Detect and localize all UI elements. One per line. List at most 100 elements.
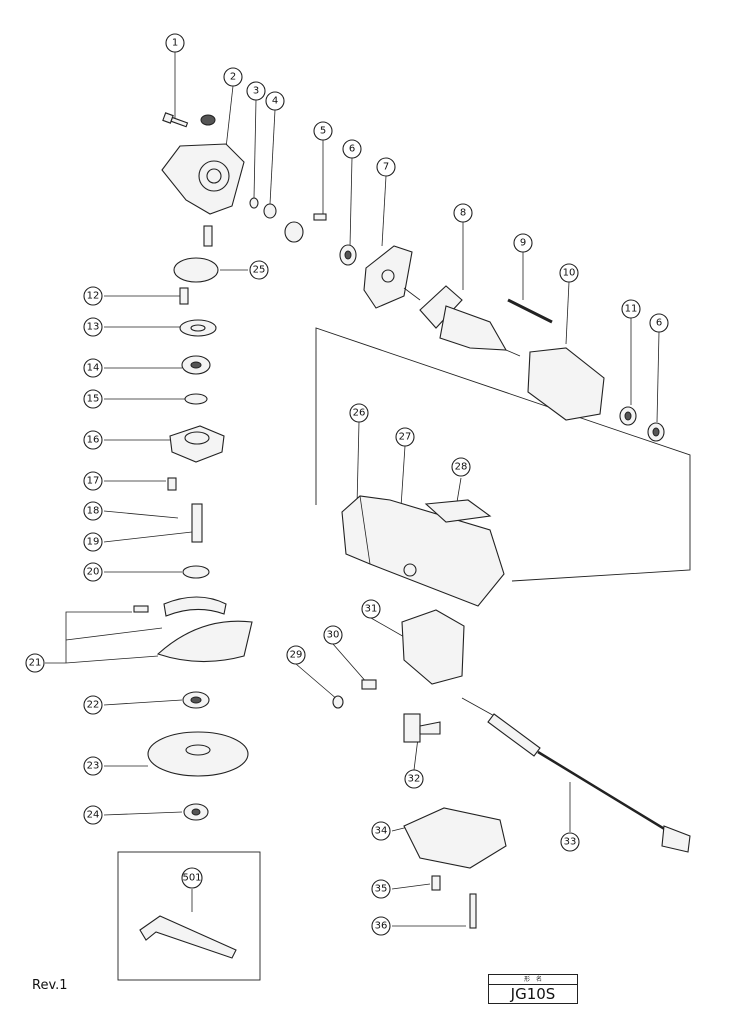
- callout-7: 7: [376, 157, 396, 177]
- washer-icon: [179, 319, 217, 337]
- callout-26: 26: [349, 403, 369, 423]
- screw-icon: [167, 477, 177, 491]
- svg-text:13: 13: [87, 322, 100, 333]
- callout-19: 19: [83, 532, 103, 552]
- svg-text:2: 2: [230, 72, 236, 83]
- svg-text:21: 21: [29, 658, 42, 669]
- svg-text:32: 32: [408, 774, 421, 785]
- stator-icon: [527, 347, 605, 421]
- callout-30: 30: [323, 625, 343, 645]
- svg-text:30: 30: [327, 630, 340, 641]
- screw-icon: [469, 893, 477, 929]
- bearing-icon: [619, 406, 637, 426]
- svg-text:35: 35: [375, 884, 388, 895]
- svg-text:4: 4: [272, 96, 278, 107]
- callout-34: 34: [371, 821, 391, 841]
- cord-icon: [461, 697, 691, 853]
- model-header: 形 名: [489, 975, 577, 985]
- callout-10: 10: [559, 263, 579, 283]
- svg-text:31: 31: [365, 604, 378, 615]
- housing-icon: [341, 495, 505, 607]
- callout-13: 13: [83, 317, 103, 337]
- callout-23: 23: [83, 756, 103, 776]
- callout-6: 6: [342, 139, 362, 159]
- svg-text:26: 26: [353, 408, 366, 419]
- screw-icon: [313, 213, 327, 221]
- screw-icon: [507, 298, 553, 324]
- svg-text:16: 16: [87, 435, 100, 446]
- svg-text:6: 6: [349, 144, 355, 155]
- bevel-gear-icon: [173, 257, 219, 283]
- callout-2: 2: [223, 67, 243, 87]
- svg-text:29: 29: [290, 650, 303, 661]
- callout-5: 5: [313, 121, 333, 141]
- callout-14: 14: [83, 358, 103, 378]
- wheel-guard-icon: [133, 596, 253, 663]
- callout-32: 32: [404, 769, 424, 789]
- callout-28: 28: [451, 457, 471, 477]
- svg-text:25: 25: [253, 265, 266, 276]
- tail-cover-icon: [403, 807, 507, 869]
- spindle-icon: [191, 503, 203, 543]
- callout-17: 17: [83, 471, 103, 491]
- leader-lines: [45, 52, 660, 927]
- callout-501: 501: [181, 867, 203, 889]
- svg-text:27: 27: [399, 432, 412, 443]
- svg-text:34: 34: [375, 826, 388, 837]
- callout-29: 29: [286, 645, 306, 665]
- gear-housing-icon: [161, 143, 245, 247]
- svg-text:20: 20: [87, 567, 100, 578]
- svg-text:6: 6: [656, 318, 662, 329]
- callout-25: 25: [249, 260, 269, 280]
- switch-lever-icon: [403, 713, 441, 743]
- washer-icon: [249, 197, 259, 209]
- spring-icon: [361, 679, 377, 690]
- pinion-gear-icon: [284, 221, 304, 243]
- svg-text:19: 19: [87, 537, 100, 548]
- callout-18: 18: [83, 501, 103, 521]
- washer-icon: [184, 393, 208, 405]
- callout-3: 3: [246, 81, 266, 101]
- model-title-box: 形 名 JG10S: [488, 974, 578, 1004]
- nut-icon: [263, 203, 277, 219]
- callout-24: 24: [83, 805, 103, 825]
- callout-31: 31: [361, 599, 381, 619]
- callout-16: 16: [83, 430, 103, 450]
- svg-text:23: 23: [87, 761, 100, 772]
- svg-text:17: 17: [87, 476, 100, 487]
- bearing-icon: [181, 355, 211, 375]
- svg-text:22: 22: [87, 700, 100, 711]
- svg-text:24: 24: [87, 810, 100, 821]
- callout-4: 4: [265, 91, 285, 111]
- wrench-icon: [139, 915, 237, 959]
- callout-1: 1: [165, 33, 185, 53]
- svg-text:36: 36: [375, 921, 388, 932]
- callout-33: 33: [560, 832, 580, 852]
- cap-icon: [332, 695, 344, 709]
- svg-text:14: 14: [87, 363, 100, 374]
- bearing-cover-icon: [169, 425, 225, 463]
- screw-icon: [431, 875, 441, 891]
- callout-6b: 6: [649, 313, 669, 333]
- svg-text:1: 1: [172, 38, 178, 49]
- svg-text:5: 5: [320, 126, 326, 137]
- callout-21: 21: [25, 653, 45, 673]
- nut-icon: [200, 114, 216, 126]
- callout-20: 20: [83, 562, 103, 582]
- callout-11: 11: [621, 299, 641, 319]
- armature-icon: [403, 285, 521, 357]
- callout-27: 27: [395, 427, 415, 447]
- svg-text:15: 15: [87, 394, 100, 405]
- bearing-icon: [182, 691, 210, 709]
- svg-text:11: 11: [625, 304, 638, 315]
- callout-8: 8: [453, 203, 473, 223]
- svg-text:18: 18: [87, 506, 100, 517]
- switch-icon: [401, 609, 465, 685]
- svg-text:3: 3: [253, 86, 259, 97]
- bearing-icon: [339, 244, 357, 266]
- svg-text:501: 501: [182, 873, 201, 884]
- callout-12: 12: [83, 286, 103, 306]
- callout-15: 15: [83, 389, 103, 409]
- svg-text:8: 8: [460, 208, 466, 219]
